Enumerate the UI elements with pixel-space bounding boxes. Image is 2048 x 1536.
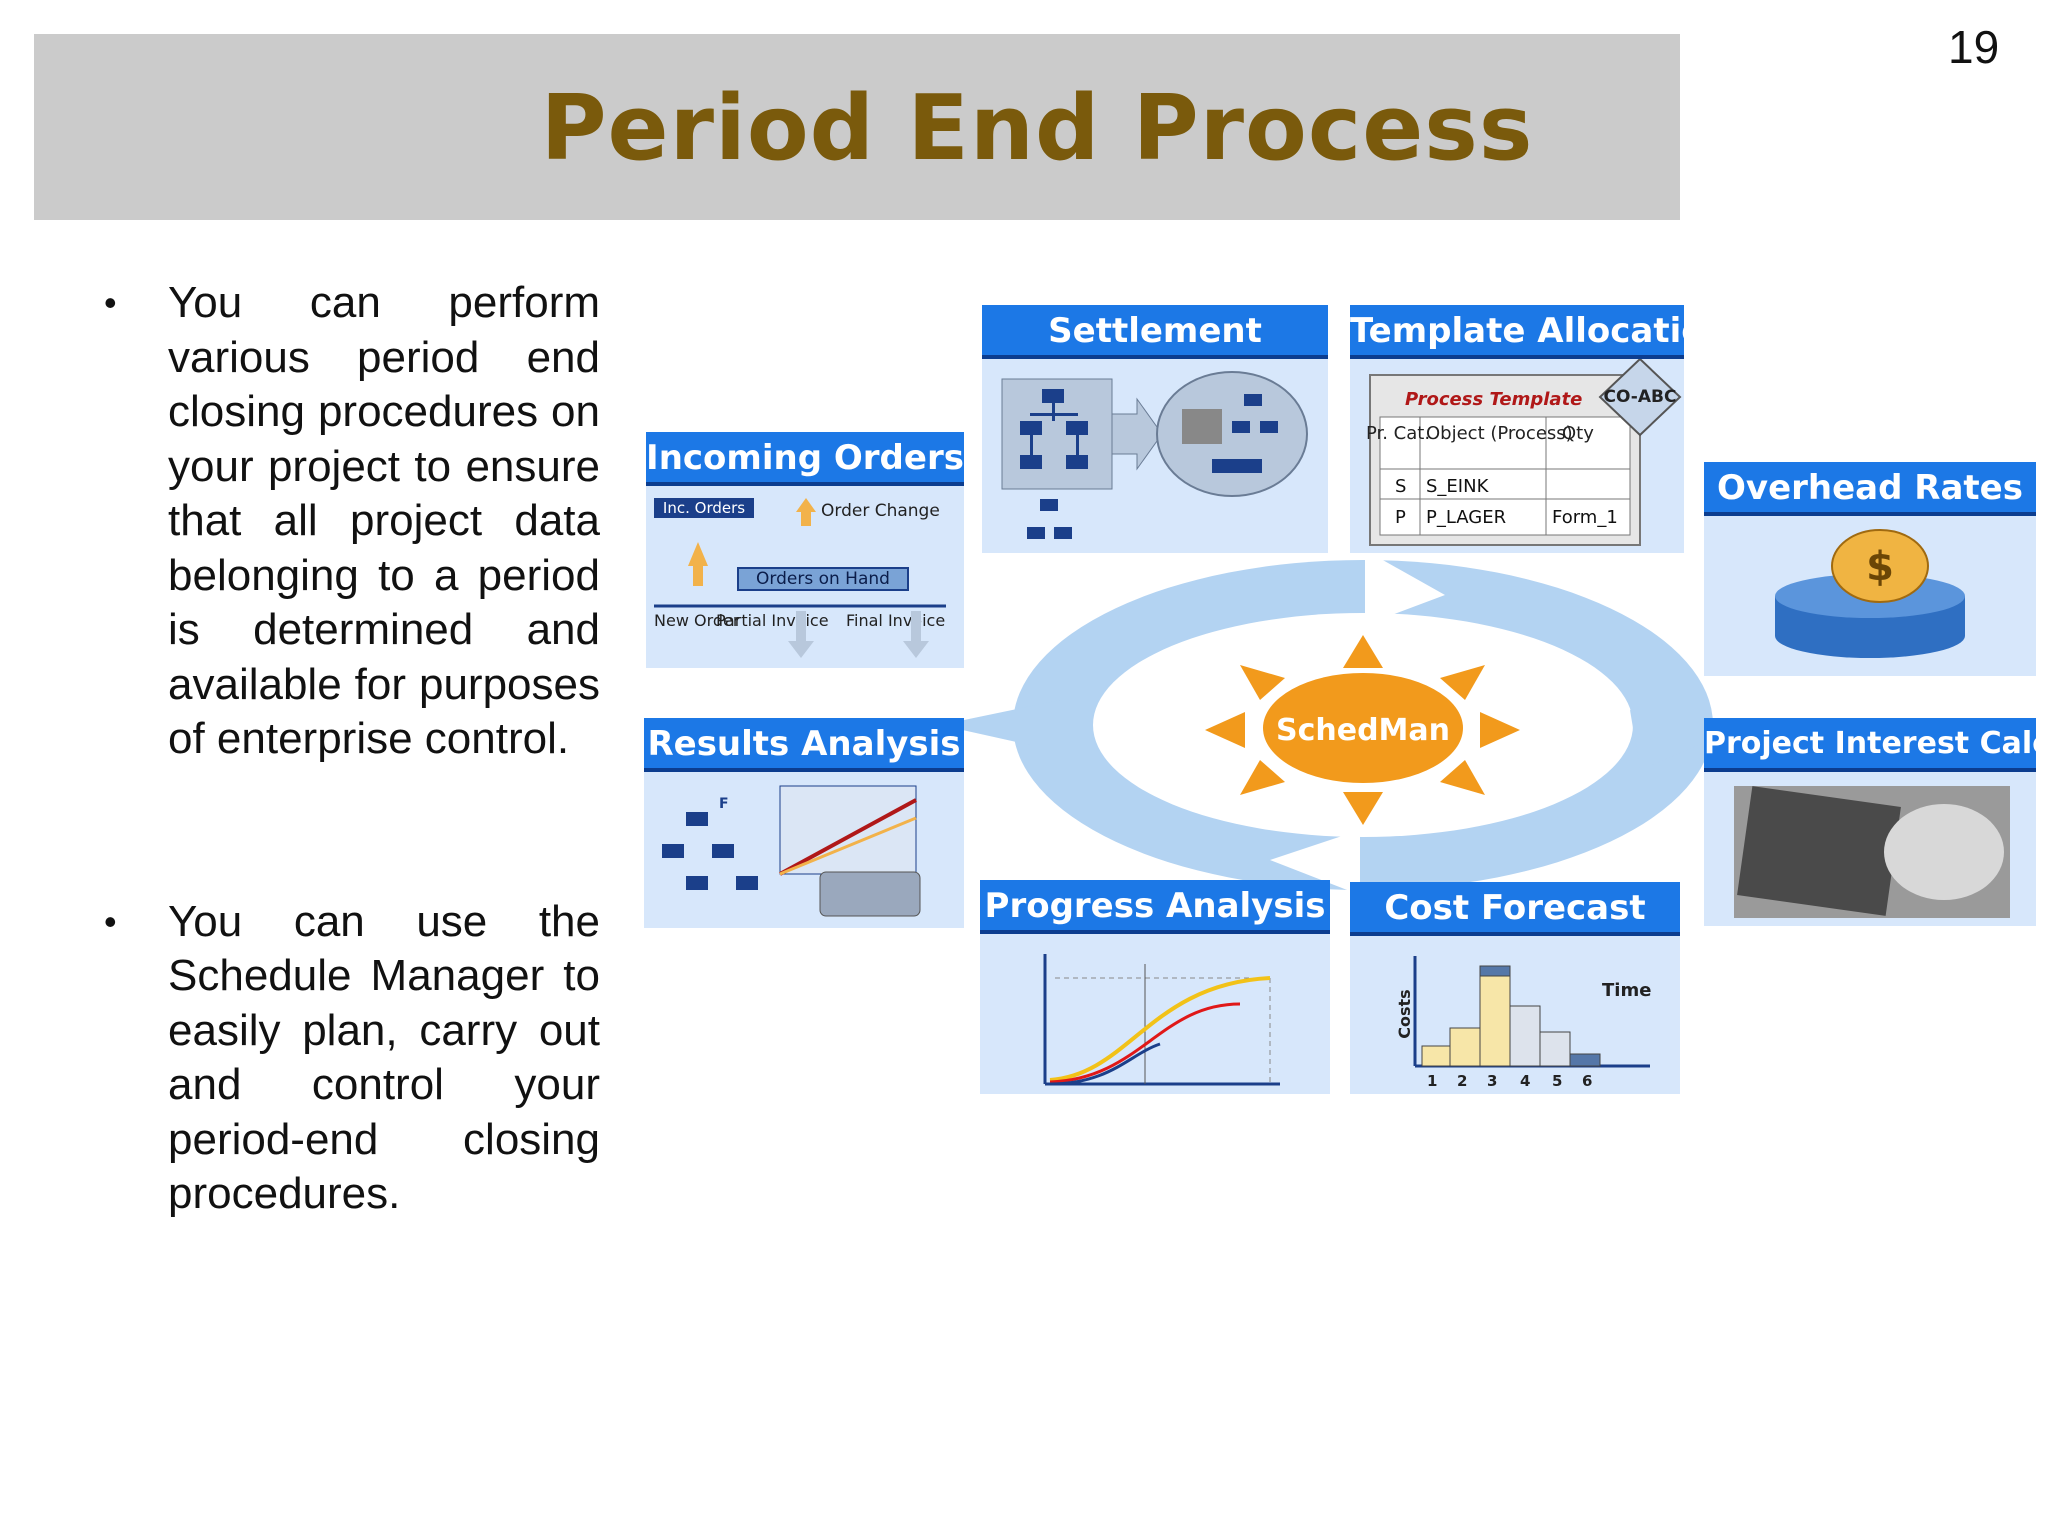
trend-line: [779, 798, 917, 876]
bullet-dot-icon: •: [104, 900, 117, 942]
trend-line: [779, 816, 917, 876]
tick-label: 2: [1457, 1072, 1467, 1090]
overhead-rates-illustration: $: [1775, 529, 1965, 658]
cube-icon: [1182, 409, 1222, 444]
cost-forecast-illustration: Costs Time 1 2 3 4 5 6: [1395, 956, 1651, 1090]
arrow-down-icon: [903, 611, 929, 658]
ring-arrow-head-icon: [940, 700, 1060, 745]
panel-title: Progress Analysis: [980, 880, 1330, 934]
final-invoice-label: Final Invoice: [846, 611, 945, 630]
panel-incoming-orders: Incoming Orders Inc. Orders Order Change…: [646, 432, 964, 668]
header-object: Object (Process): [1426, 423, 1573, 444]
tick-label: 6: [1582, 1072, 1592, 1090]
panel-template-allocation: Template Allocation Process Template Pr.…: [1350, 305, 1684, 553]
template-table: Process Template Pr. Cat. Object (Proces…: [1366, 359, 1682, 546]
target-circle: [1156, 371, 1308, 497]
org-chart-icon: [1212, 394, 1278, 473]
y-axis-label: Costs: [1395, 989, 1414, 1038]
co-abc-label: CO-ABC: [1604, 387, 1677, 407]
calculator-photo: [1734, 786, 2010, 918]
tick-label: 3: [1487, 1072, 1497, 1090]
calculator-icon: [1737, 786, 1901, 916]
panel-cost-forecast: Cost Forecast Costs Time 1 2 3 4 5 6: [1350, 882, 1680, 1094]
cash-register-icon: [819, 871, 921, 917]
slide-number: 19: [1948, 21, 2000, 73]
panel-settlement: Settlement: [982, 305, 1328, 553]
ring-arrow-cut: [1365, 550, 1445, 625]
results-analysis-illustration: F: [662, 785, 921, 917]
tick-label: 5: [1552, 1072, 1562, 1090]
panel-title: Incoming Orders: [646, 432, 964, 486]
hand-shape: [1884, 804, 2004, 900]
row-cat: S: [1395, 476, 1406, 497]
bullet-text: You can use the Schedule Manager to easi…: [168, 896, 600, 1219]
arrow-right-icon: [1111, 397, 1163, 471]
orders-on-hand-box: [737, 567, 909, 591]
orders-on-hand-label: Orders on Hand: [756, 569, 890, 589]
order-change-label: Order Change: [821, 501, 940, 521]
progress-curve: [1049, 1002, 1241, 1084]
panel-overhead-rates: Overhead Rates $: [1704, 462, 2036, 676]
bullet-dot-icon: •: [104, 282, 117, 323]
table-title: Process Template: [1405, 389, 1582, 410]
panel-project-interest: Project Interest Calc.: [1704, 718, 2036, 926]
cost-bars: [1421, 965, 1601, 1067]
progress-curve: [1049, 976, 1271, 1082]
row-cat: P: [1395, 507, 1406, 528]
row-qty: Form_1: [1552, 507, 1618, 528]
incoming-orders-illustration: Inc. Orders Order Change Orders on Hand …: [654, 498, 946, 658]
panel-title: Cost Forecast: [1350, 882, 1680, 936]
tick-label: 4: [1520, 1072, 1530, 1090]
partial-invoice-label: Partial Invoice: [716, 611, 829, 630]
arrow-down-icon: [788, 611, 814, 658]
panel-title: Results Analysis: [644, 718, 964, 772]
bullet-item: • You can perform various period end clo…: [100, 276, 600, 767]
arrow-up-icon: [688, 542, 708, 586]
progress-curve: [1049, 1042, 1161, 1086]
header-qty: Qty: [1562, 423, 1594, 444]
header-prcat: Pr. Cat.: [1366, 423, 1430, 444]
marker-label: F: [719, 796, 729, 812]
inc-orders-label: Inc. Orders: [663, 499, 745, 517]
inc-orders-box: [654, 498, 754, 518]
ring-arrow-head-icon: [1630, 710, 1710, 770]
settlement-illustration: [1001, 371, 1308, 539]
bullet-item: • You can use the Schedule Manager to ea…: [100, 895, 600, 1222]
panel-title: Settlement: [982, 305, 1328, 359]
table-grid: [1379, 416, 1631, 536]
row-object: S_EINK: [1426, 476, 1490, 497]
schedman-cycle: SchedMan: [940, 550, 1713, 895]
x-axis-label: Time: [1602, 980, 1651, 1001]
panel-title: Overhead Rates: [1704, 462, 2036, 516]
org-chart-icon: [662, 812, 758, 890]
new-order-label: New Order: [654, 611, 740, 630]
progress-curve-illustration: [1043, 954, 1280, 1086]
bullet-text: You can perform various period end closi…: [168, 278, 600, 763]
sun-core: [1263, 673, 1463, 783]
tick-label: 1: [1427, 1072, 1437, 1090]
panel-title: Template Allocation: [1350, 305, 1684, 359]
org-chart-small-icon: [1027, 499, 1072, 539]
row-object: P_LAGER: [1426, 507, 1506, 528]
ring-arrow-cut: [1270, 830, 1360, 895]
panel-results-analysis: Results Analysis F: [644, 718, 964, 928]
sun-rays-icon: [1205, 635, 1520, 825]
arrow-up-icon: [796, 498, 816, 526]
org-chart-icon: [1020, 389, 1088, 469]
dollar-symbol: $: [1866, 544, 1894, 590]
bullet-list: • You can perform various period end clo…: [100, 276, 600, 1222]
co-abc-badge-icon: [1598, 359, 1682, 437]
center-label: SchedMan: [1276, 713, 1450, 748]
title-bar: Period End Process: [34, 34, 1680, 220]
panel-title: Project Interest Calc.: [1704, 718, 2036, 772]
panel-progress-analysis: Progress Analysis: [980, 880, 1330, 1094]
money-bag-icon: [1831, 529, 1929, 603]
slide-title: Period End Process: [540, 76, 1534, 181]
